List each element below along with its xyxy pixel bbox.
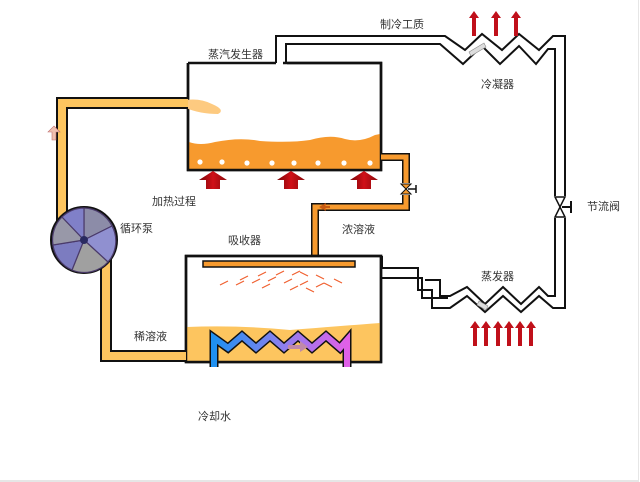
evaporator-heat-arrows <box>470 321 536 346</box>
heat-arrow <box>491 11 501 36</box>
label-cooling-water: 冷却水 <box>198 410 231 423</box>
label-strong-solution: 浓溶液 <box>342 222 375 236</box>
flow-arrow <box>288 341 308 352</box>
label-heating: 加热过程 <box>152 195 196 208</box>
refrigerant-vapor-pipe <box>275 32 566 314</box>
flow-arrow <box>47 125 61 141</box>
spray-droplets <box>219 270 343 293</box>
dilute-inlet-jet <box>186 99 221 114</box>
heat-arrow <box>277 171 305 189</box>
heat-arrow <box>504 321 514 346</box>
flow-indicator <box>476 300 489 311</box>
heat-arrow <box>481 321 491 346</box>
cooling-water-coil <box>209 328 352 367</box>
generator-outline <box>186 61 383 172</box>
steam-generator <box>186 61 383 172</box>
heat-arrow <box>470 321 480 346</box>
heat-arrow <box>526 321 536 346</box>
circulation-pump[interactable] <box>50 206 118 274</box>
condenser-heat-arrows <box>469 11 521 36</box>
dilute-solution-pipe <box>47 97 188 362</box>
label-evaporator: 蒸发器 <box>481 269 514 283</box>
spray-header <box>202 260 356 268</box>
heat-arrow <box>511 11 521 36</box>
solution-valve[interactable] <box>399 183 417 195</box>
label-refrigerant: 制冷工质 <box>380 18 424 31</box>
label-pump: 循环泵 <box>120 222 153 235</box>
concentrated-solution-pipe <box>311 153 417 262</box>
label-generator: 蒸汽发生器 <box>208 47 263 61</box>
bubbles <box>197 159 373 166</box>
heat-arrow <box>469 11 479 36</box>
heat-arrow <box>515 321 525 346</box>
label-weak-solution: 稀溶液 <box>134 329 167 343</box>
label-condenser: 冷凝器 <box>481 77 514 91</box>
label-absorber: 吸收器 <box>228 233 261 247</box>
heat-arrow <box>493 321 503 346</box>
heating-arrows <box>199 171 378 189</box>
flow-arrow <box>319 203 330 211</box>
flow-indicator <box>468 42 487 57</box>
generator-solution <box>189 134 380 169</box>
throttle-valve[interactable] <box>553 196 572 218</box>
heat-arrow <box>199 171 227 189</box>
label-throttle-valve: 节流阀 <box>587 199 620 213</box>
evaporator-inlet-pipe <box>382 277 448 299</box>
heat-arrow <box>350 171 378 189</box>
